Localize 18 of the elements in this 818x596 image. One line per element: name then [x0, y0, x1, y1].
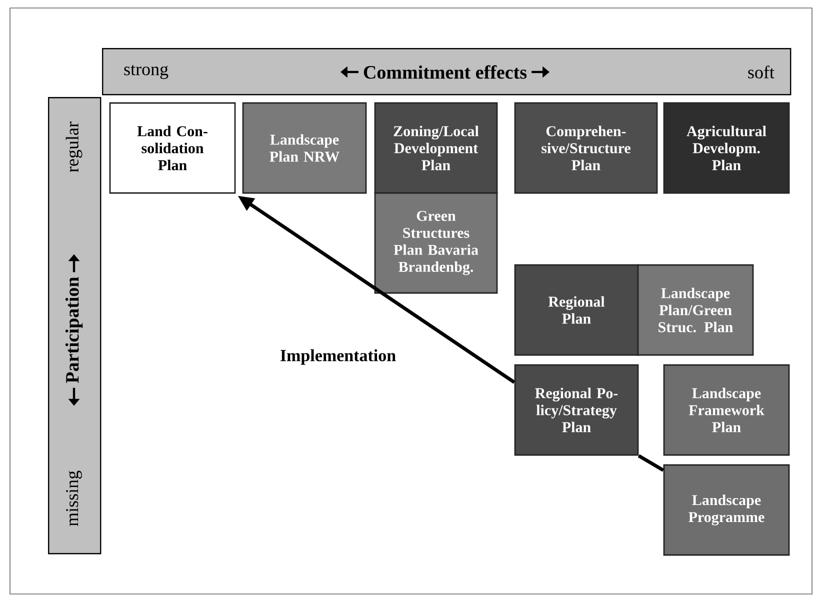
axis-title: Commitment effects	[364, 65, 527, 79]
plan-box: Land Con- solidation Plan	[109, 102, 236, 194]
plan-box: Landscape Programme	[663, 464, 790, 556]
plan-box: Zoning/Local Development Plan	[374, 102, 498, 194]
plan-box: Green Structures Plan Bavaria Brandenbg.	[374, 192, 498, 294]
edge-label: Implementation	[278, 348, 398, 366]
axis-label: regular	[66, 122, 82, 172]
plan-box: Landscape Framework Plan	[663, 364, 790, 456]
axis-label: strong	[124, 65, 168, 79]
plan-box: Regional Po- licy/Strategy Plan	[514, 364, 639, 456]
plan-box: Landscape Plan NRW	[242, 102, 367, 194]
plan-box: Regional Plan	[514, 264, 639, 356]
plan-box: Landscape Plan/Green Struc. Plan	[637, 264, 754, 356]
axis-label: missing	[66, 470, 82, 526]
plan-box: Agricultural Developm. Plan	[663, 102, 790, 194]
axis-label: soft	[748, 66, 774, 78]
axis-title: Participation	[65, 276, 83, 383]
plan-box: Comprehen- sive/Structure Plan	[514, 102, 658, 194]
